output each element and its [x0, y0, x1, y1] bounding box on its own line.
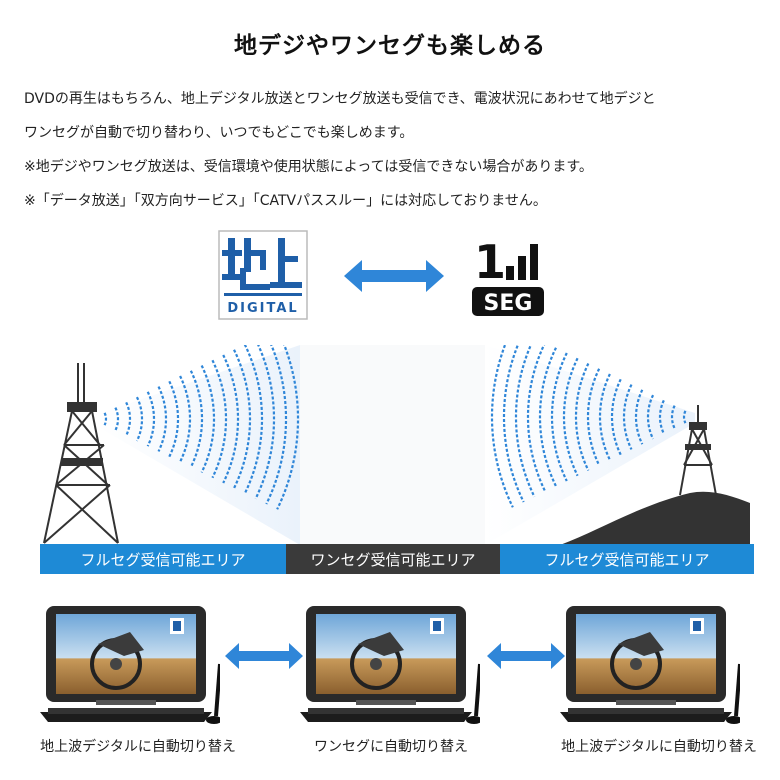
signal-wave-arc — [254, 345, 276, 500]
oneseg-logo-number: 1 — [474, 235, 506, 289]
caption-tv-2: ワンセグに自動切り替え — [314, 739, 468, 755]
description-line-1: DVDの再生はもちろん、地上デジタル放送とワンセグ放送も受信でき、電波状況にあわ… — [24, 91, 656, 107]
caption-tv-1: 地上波デジタルに自動切り替え — [40, 739, 236, 755]
signal-wave-arc — [502, 345, 525, 503]
signal-wave-arc — [562, 357, 579, 477]
signal-wave-arc — [146, 391, 156, 447]
signal-wave-arc — [658, 399, 665, 435]
signal-wave-arc — [265, 345, 288, 505]
signal-wave-arc — [189, 370, 204, 468]
portable-tv-3 — [560, 604, 740, 726]
description-line-3: ※地デジやワンセグ放送は、受信環境や使用状態によっては受信できない場合があります… — [24, 159, 593, 175]
signal-wave-arc — [514, 345, 536, 498]
caption-tv-3: 地上波デジタルに自動切り替え — [561, 739, 757, 755]
signal-wave-arc — [634, 389, 644, 445]
signal-wave-arc — [682, 410, 687, 424]
left-beam — [95, 345, 300, 545]
signal-wave-arc — [550, 352, 568, 482]
signal-wave-arc — [243, 345, 264, 495]
right-broadcast-tower — [679, 405, 717, 496]
signal-wave-arc — [646, 394, 655, 440]
signal-wave-arc — [233, 349, 252, 489]
signal-wave-arc — [622, 384, 633, 450]
left-signal-waves — [103, 345, 300, 510]
oneseg-logo-text: SEG — [484, 291, 533, 316]
signal-wave-arc — [135, 396, 144, 442]
fullseg-zone-left: フルセグ受信可能エリア — [40, 544, 286, 574]
portable-tv-2 — [300, 604, 480, 726]
zone-label: ワンセグ受信可能エリア — [310, 550, 476, 569]
oneseg-zone: ワンセグ受信可能エリア — [286, 544, 500, 574]
right-hill — [560, 491, 750, 545]
left-broadcast-tower — [43, 363, 119, 544]
description-line-2: ワンセグが自動で切り替わり、いつでもどこでも楽しめます。 — [24, 125, 414, 141]
signal-wave-arc — [157, 386, 168, 452]
right-signal-waves — [490, 345, 687, 508]
signal-wave-arc — [538, 347, 557, 487]
page-title: 地デジやワンセグも楽しめる — [234, 33, 546, 59]
signal-wave-arc — [574, 363, 590, 471]
portable-tv-1 — [40, 604, 220, 726]
digital-tv-logo: DIGITAL — [218, 230, 308, 320]
double-arrow-icon — [225, 643, 303, 669]
digital-logo-text: DIGITAL — [227, 301, 298, 316]
signal-wave-arc — [114, 407, 120, 431]
right-beam — [485, 345, 695, 545]
signal-wave-arc — [211, 359, 228, 479]
signal-wave-arc — [103, 412, 108, 426]
double-arrow-icon — [487, 643, 565, 669]
zone-label: フルセグ受信可能エリア — [80, 550, 246, 569]
zone-label: フルセグ受信可能エリア — [544, 550, 710, 569]
fullseg-zone-right: フルセグ受信可能エリア — [500, 544, 754, 574]
signal-wave-arc — [125, 401, 132, 437]
signal-wave-arc — [586, 368, 601, 466]
signal-coverage-scene — [43, 345, 750, 545]
signal-wave-arc — [526, 345, 547, 493]
signal-wave-arc — [670, 405, 676, 429]
description-line-4: ※「データ放送」「双方向サービス」「CATVパススルー」には対応しておりません。 — [24, 193, 547, 209]
oneseg-logo: 1 SEG — [472, 235, 544, 316]
signal-wave-arc — [222, 354, 240, 484]
signal-wave-arc — [200, 365, 216, 473]
double-arrow-icon — [344, 260, 444, 292]
